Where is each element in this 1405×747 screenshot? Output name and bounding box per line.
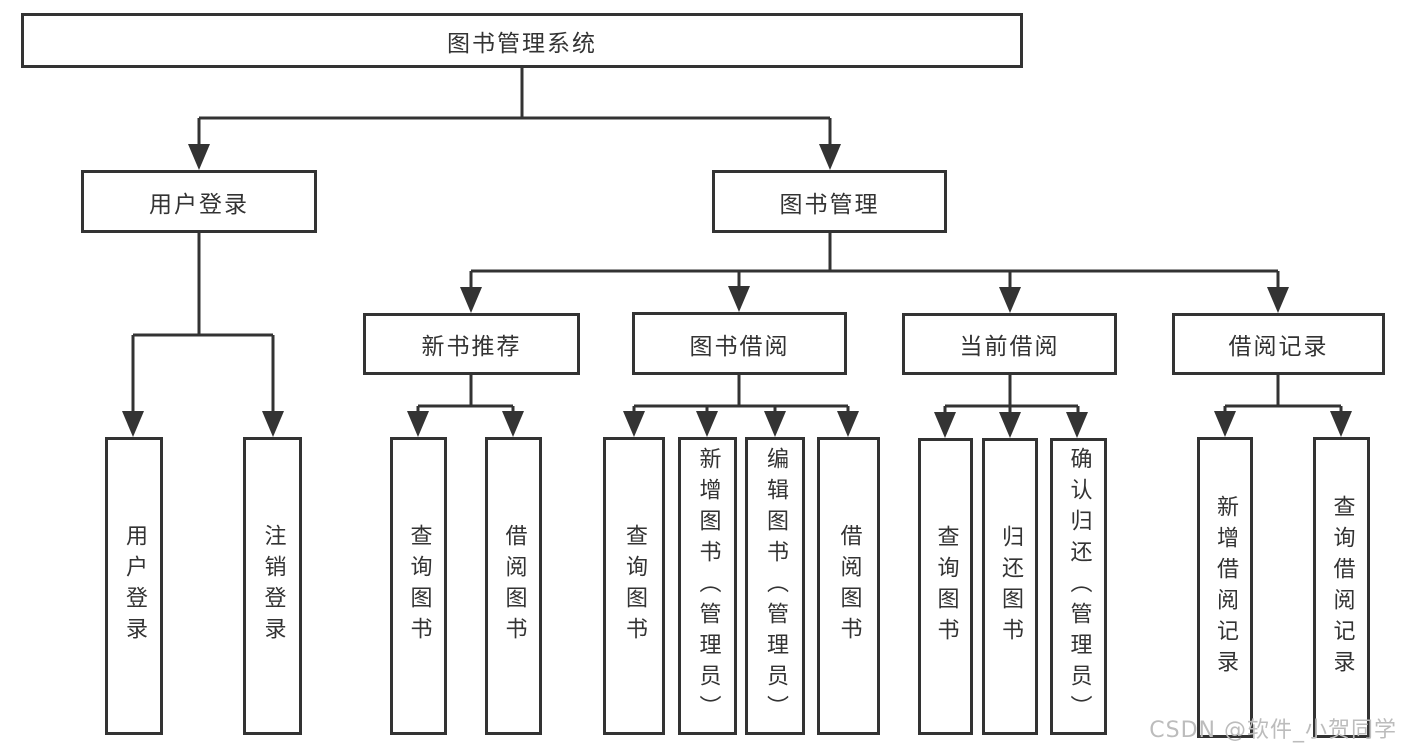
node-bb-query-books: 查询图书 — [603, 437, 665, 735]
node-user-login-leaf: 用户登录 — [105, 437, 163, 735]
node-current-borrow: 当前借阅 — [902, 313, 1117, 375]
node-bb-edit-books: 编辑图书（管理员） — [745, 437, 805, 735]
node-nb-borrow-books: 借阅图书 — [485, 437, 542, 735]
node-bb-edit-books-label: 编辑图书（管理员） — [763, 446, 788, 726]
node-new-books: 新书推荐 — [363, 313, 580, 375]
node-logout-label: 注销登录 — [260, 524, 286, 648]
node-cb-confirm-return-label: 确认归还（管理员） — [1066, 447, 1092, 726]
node-user-login: 用户登录 — [81, 170, 317, 233]
node-nb-borrow-books-label: 借阅图书 — [501, 524, 527, 648]
node-root-label: 图书管理系统 — [447, 30, 597, 57]
node-br-query-record-label: 查询借阅记录 — [1329, 494, 1355, 681]
node-borrow-records: 借阅记录 — [1172, 313, 1385, 375]
watermark: CSDN @软件_小贺同学 — [1149, 718, 1397, 743]
node-cb-confirm-return: 确认归还（管理员） — [1050, 438, 1107, 735]
node-root: 图书管理系统 — [21, 13, 1023, 68]
node-nb-query-books-label: 查询图书 — [406, 524, 432, 648]
node-user-login-label: 用户登录 — [149, 191, 249, 218]
node-br-query-record: 查询借阅记录 — [1313, 437, 1370, 738]
node-br-add-record-label: 新增借阅记录 — [1213, 494, 1238, 681]
node-br-add-record: 新增借阅记录 — [1197, 437, 1253, 738]
node-bb-add-books-label: 新增图书（管理员） — [695, 446, 721, 726]
node-user-login-leaf-label: 用户登录 — [122, 524, 147, 648]
node-bb-borrow-books: 借阅图书 — [817, 437, 880, 735]
node-book-borrow-label: 图书借阅 — [689, 333, 790, 360]
node-cb-query-books-label: 查询图书 — [933, 524, 959, 649]
node-cb-return-books-label: 归还图书 — [998, 524, 1023, 649]
node-logout: 注销登录 — [243, 437, 302, 735]
node-book-mgmt-label: 图书管理 — [779, 191, 880, 218]
node-nb-query-books: 查询图书 — [390, 437, 447, 735]
node-new-books-label: 新书推荐 — [421, 334, 522, 360]
node-bb-borrow-books-label: 借阅图书 — [836, 524, 862, 648]
node-book-mgmt: 图书管理 — [712, 170, 947, 233]
node-cb-return-books: 归还图书 — [982, 438, 1038, 735]
node-bb-add-books: 新增图书（管理员） — [678, 437, 737, 735]
node-cb-query-books: 查询图书 — [918, 438, 973, 735]
node-bb-query-books-label: 查询图书 — [622, 524, 647, 648]
node-book-borrow: 图书借阅 — [632, 312, 847, 375]
node-current-borrow-label: 当前借阅 — [959, 334, 1060, 360]
node-borrow-records-label: 借阅记录 — [1228, 334, 1329, 360]
